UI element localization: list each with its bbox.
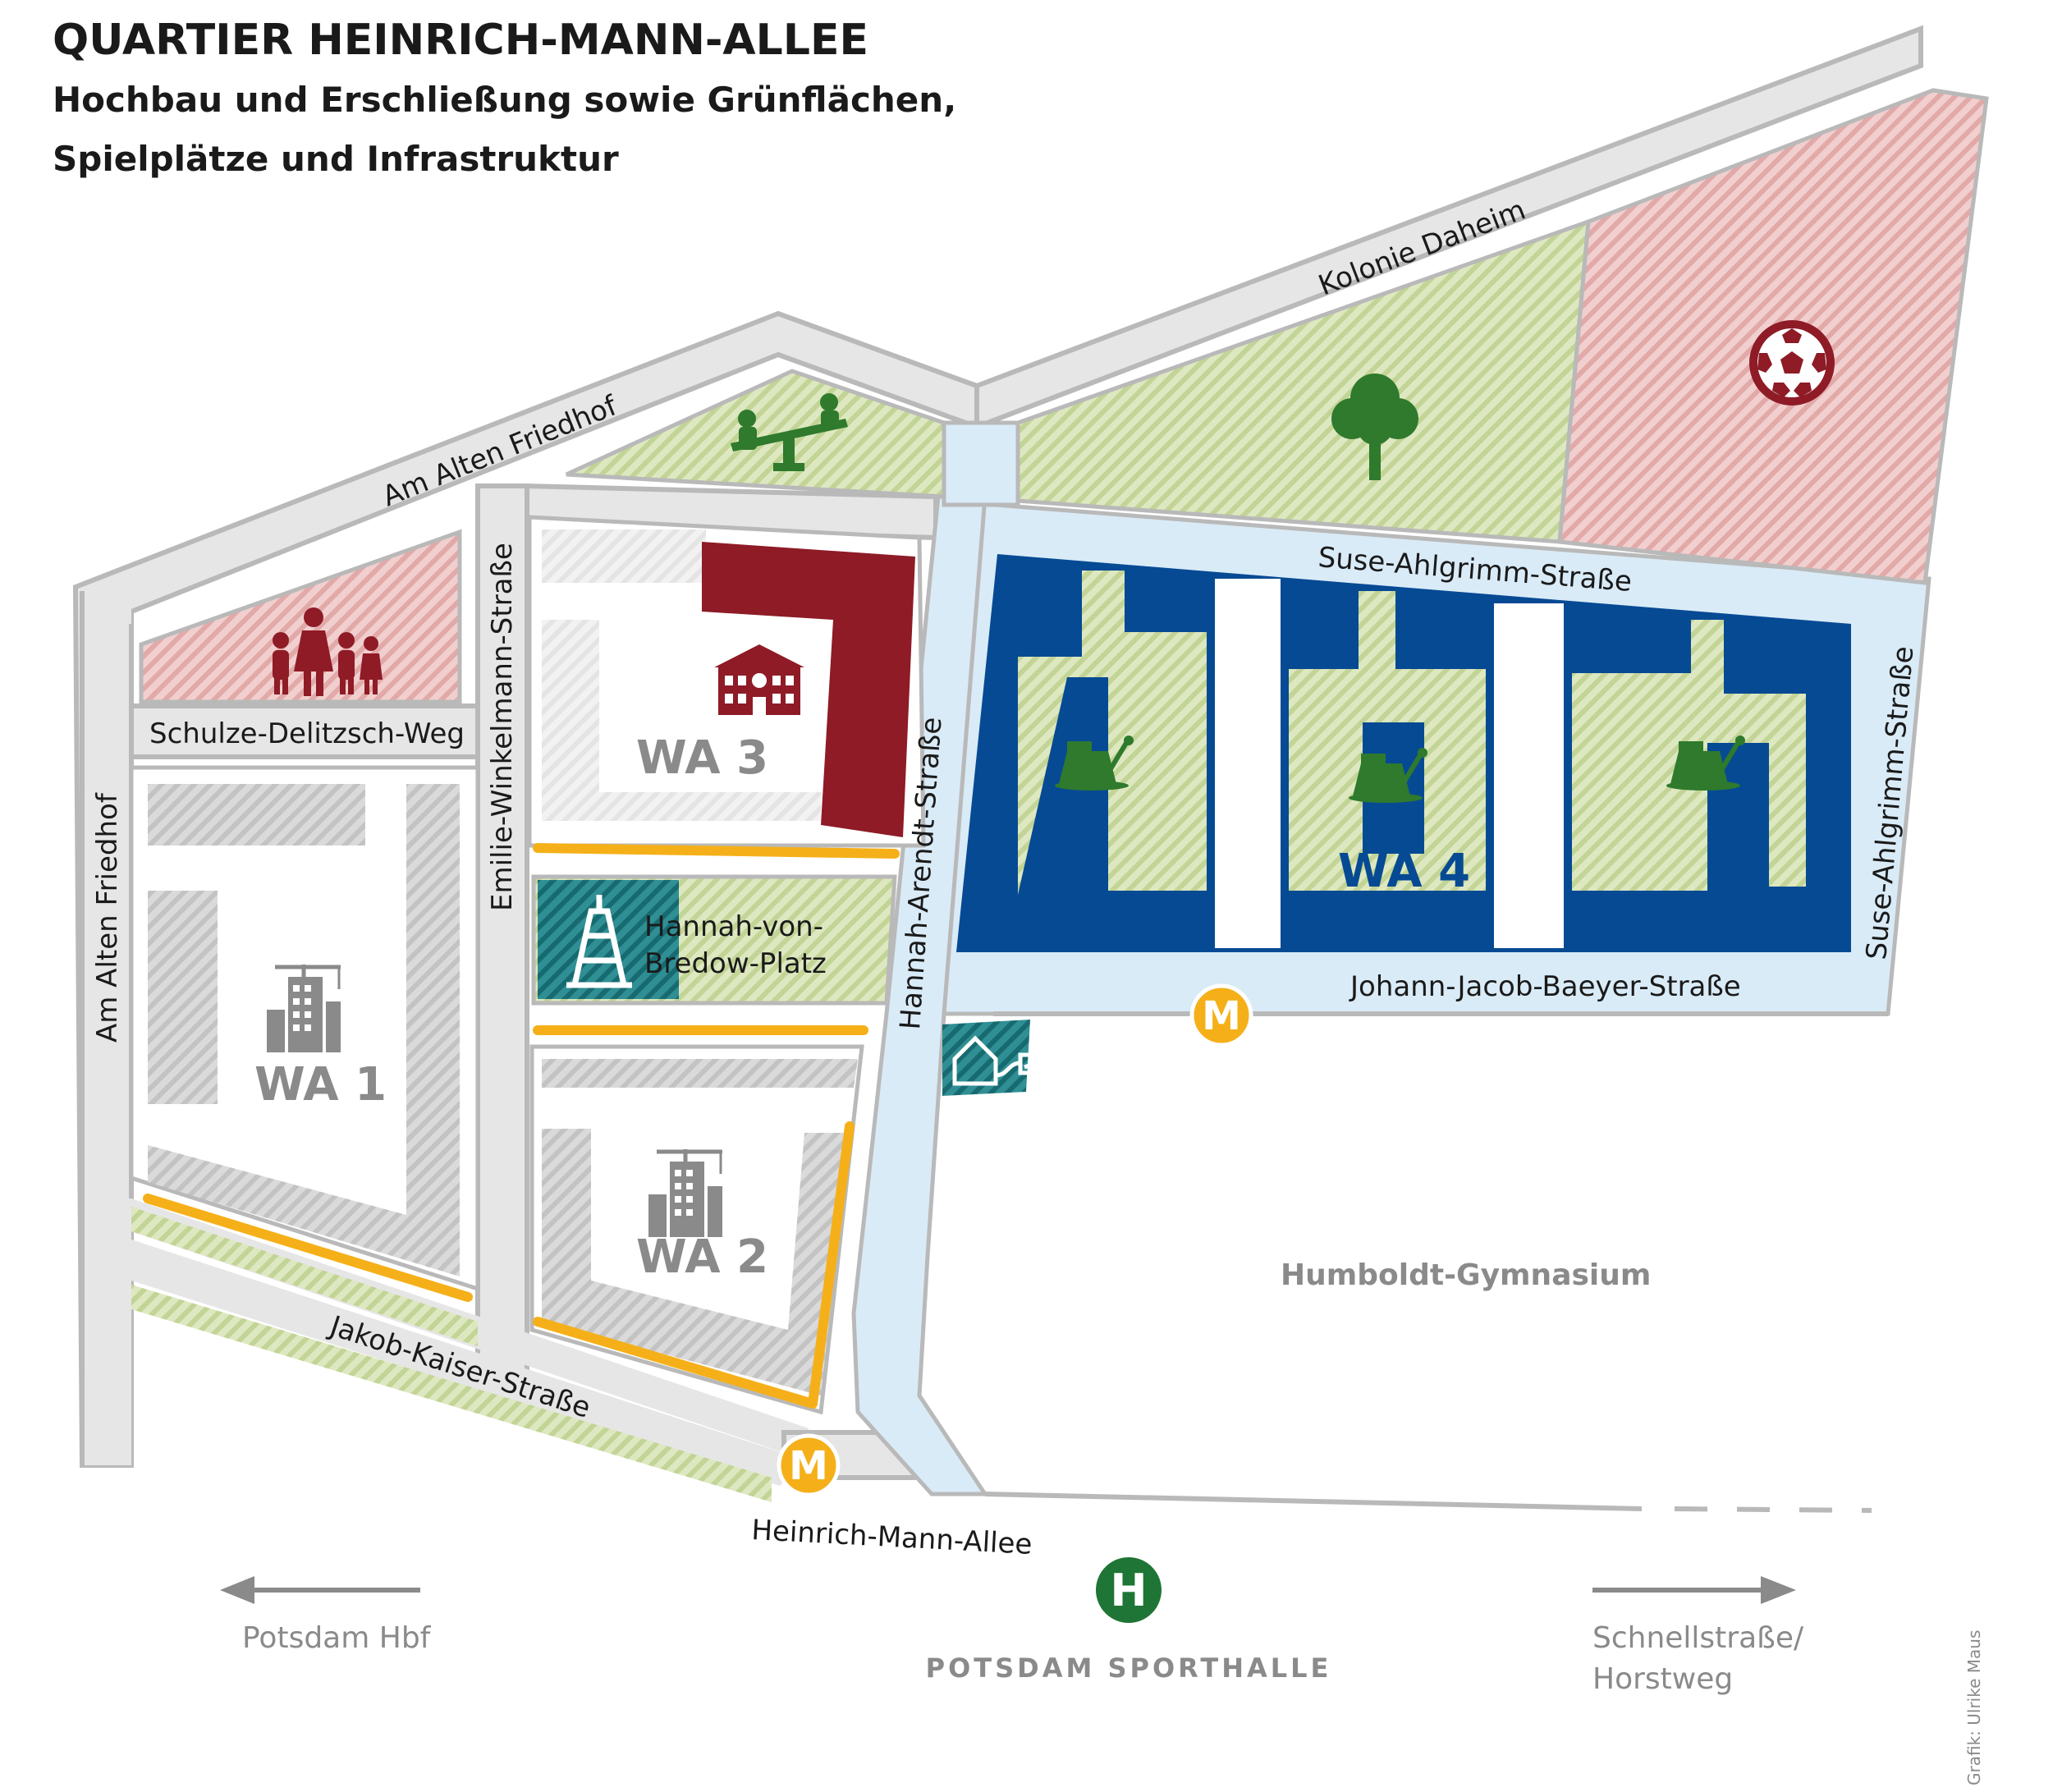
street-johann-jacob-baeyer-strasse: Johann-Jacob-Baeyer-Straße	[1349, 970, 1741, 1003]
school-icon	[714, 644, 804, 715]
family-icon	[273, 607, 383, 696]
direction-right-arrow	[1592, 1576, 1796, 1604]
mobility-hub-marker-1[interactable]: M	[1189, 983, 1253, 1047]
energy-house-box	[942, 1020, 1030, 1096]
mobility-hub-marker-2[interactable]: M	[777, 1433, 841, 1497]
map-subtitle-line1: Hochbau und Erschließung sowie Grünfläch…	[53, 80, 956, 120]
street-emilie-winkelmann-strasse: Emilie-Winkelmann-Straße	[486, 543, 519, 911]
direction-left-label: Potsdam Hbf	[242, 1621, 432, 1655]
map-title: QUARTIER HEINRICH-MANN-ALLEE	[53, 16, 868, 65]
place-hannah-von-bredow-platz-1: Hannah-von-	[644, 910, 823, 943]
wa2-label: WA 2	[636, 1231, 768, 1284]
street-schulze-delitzsch-weg: Schulze-Delitzsch-Weg	[149, 717, 465, 750]
wa2-amber-edge-right	[808, 1121, 855, 1409]
svg-text:M: M	[1202, 993, 1241, 1039]
wa3-label: WA 3	[636, 731, 768, 785]
sandbox-icon-3	[1666, 736, 1745, 791]
bus-stop-marker[interactable]: H	[1096, 1557, 1162, 1623]
wa2-amber-edge-bottom	[533, 1317, 818, 1409]
sandbox-icon-2	[1349, 748, 1427, 803]
dashed-road-extension	[1674, 1506, 1872, 1513]
direction-left-arrow	[220, 1576, 420, 1604]
tower-icon	[566, 895, 632, 988]
bus-stop-name: POTSDAM SPORTHALLE	[926, 1652, 1332, 1684]
credit: Grafik: Ulrike Maus	[1964, 1630, 1984, 1785]
hannah-von-bredow-platz	[531, 874, 897, 1035]
wa1-amber-edge	[143, 1194, 473, 1302]
map-subtitle-line2: Spielplätze und Infrastruktur	[53, 139, 619, 179]
wa3-amber-edge	[533, 843, 900, 859]
street-heinrich-mann-allee: Heinrich-Mann-Allee	[751, 1514, 1033, 1561]
humboldt-boundary-bottom	[984, 1492, 1643, 1511]
construction-building-icon-wa2	[648, 1149, 722, 1237]
construction-building-icon-wa1	[267, 965, 341, 1052]
place-humboldt-gymnasium: Humboldt-Gymnasium	[1281, 1258, 1651, 1292]
playground-seesaw-icon	[731, 393, 848, 471]
wa4-label: WA 4	[1338, 845, 1470, 898]
street-am-alten-friedhof-left: Am Alten Friedhof	[91, 792, 124, 1043]
svg-text:H: H	[1110, 1565, 1147, 1616]
direction-right-label-1: Schnellstraße/	[1592, 1621, 1804, 1655]
place-hannah-von-bredow-platz-2: Bredow-Platz	[644, 947, 827, 980]
sandbox-icon-1	[1055, 736, 1134, 791]
school-building	[702, 542, 915, 837]
wa1-label: WA 1	[254, 1058, 387, 1111]
energy-house-icon	[952, 1035, 1047, 1086]
direction-right-label-2: Horstweg	[1592, 1662, 1733, 1696]
football-icon	[1749, 320, 1835, 406]
svg-text:M: M	[789, 1443, 828, 1489]
tree-icon	[1331, 374, 1418, 480]
family-area	[139, 529, 462, 704]
